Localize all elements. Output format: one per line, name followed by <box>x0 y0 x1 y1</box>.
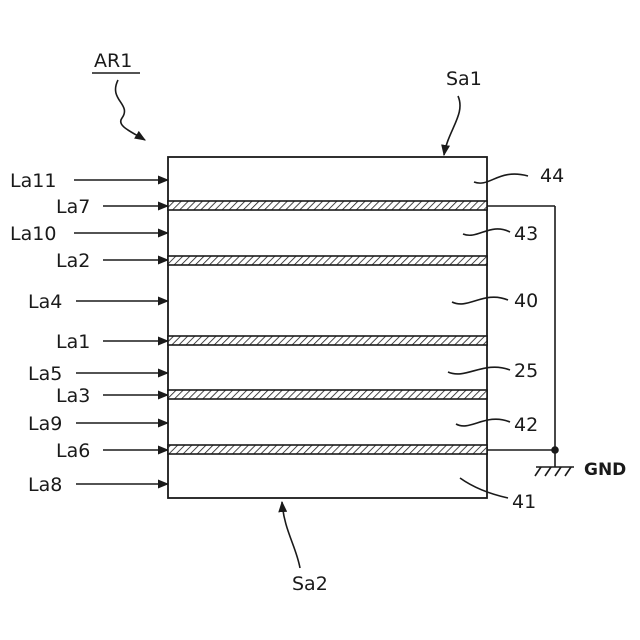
region-pointer-arrow <box>116 80 145 140</box>
hatched-layer-la7 <box>168 201 487 210</box>
top-surface-pointer <box>444 96 460 155</box>
left-label: La11 <box>10 170 56 192</box>
ground-label: GND <box>584 460 626 480</box>
left-label: La10 <box>10 223 56 245</box>
right-label: 25 <box>514 360 538 382</box>
left-label: La4 <box>28 291 62 313</box>
left-label: La6 <box>56 440 90 462</box>
right-label: 44 <box>540 165 564 187</box>
left-label: La1 <box>56 331 90 353</box>
left-label-group: La11 La7 La10 La2 La4 La1 La5 La3 La9 La… <box>10 170 168 496</box>
hatched-layer-la6 <box>168 445 487 454</box>
right-label: 43 <box>514 223 538 245</box>
left-label: La2 <box>56 250 90 272</box>
ground-tick <box>555 467 561 476</box>
ground-tick <box>545 467 551 476</box>
region-label: AR1 <box>94 50 132 72</box>
hatched-layer-la1 <box>168 336 487 345</box>
ground-tick <box>535 467 541 476</box>
top-surface-label: Sa1 <box>446 68 482 90</box>
bottom-surface-label: Sa2 <box>292 573 328 595</box>
left-label: La5 <box>28 363 62 385</box>
right-label: 41 <box>512 491 536 513</box>
hatched-layer-la2 <box>168 256 487 265</box>
right-label: 40 <box>514 290 538 312</box>
ground-connection: GND <box>487 206 626 480</box>
ground-tick <box>565 467 571 476</box>
right-label: 42 <box>514 414 538 436</box>
left-label: La3 <box>56 385 90 407</box>
bottom-surface-pointer <box>282 502 300 568</box>
left-label: La9 <box>28 413 62 435</box>
left-label: La8 <box>28 474 62 496</box>
left-label: La7 <box>56 196 90 218</box>
hatched-layer-la3 <box>168 390 487 399</box>
